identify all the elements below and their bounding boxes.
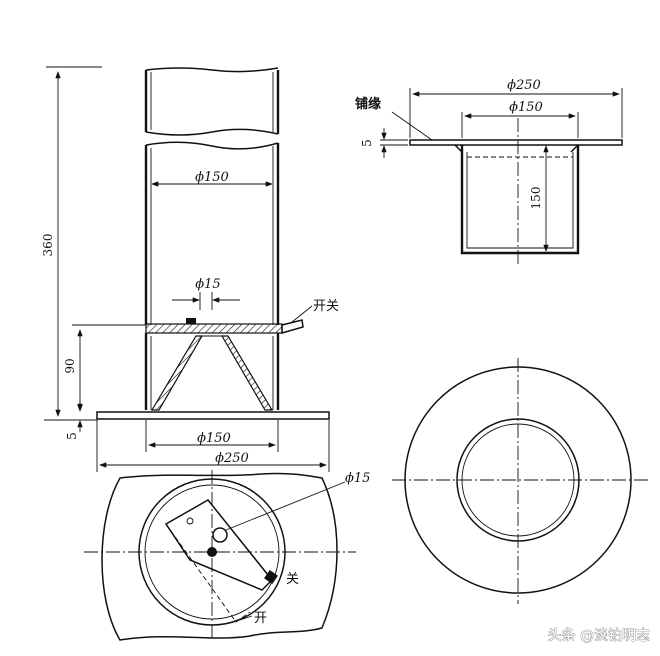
- valve-plate: [145, 318, 304, 334]
- base-flange: [96, 411, 330, 420]
- hole-label: ϕ15: [195, 277, 220, 292]
- dimension-cup-depth: 150: [529, 145, 549, 252]
- dimension-tube-diameter: ϕ150: [151, 170, 273, 187]
- switch-label: 开关: [313, 299, 339, 314]
- dimension-base-inner: ϕ150: [145, 420, 279, 452]
- upper-tube-segment: [144, 67, 280, 136]
- valve-plan-view: ϕ15 关 开: [84, 470, 370, 641]
- dimension-base-outer: ϕ250: [96, 420, 330, 472]
- open-label: 开: [254, 611, 267, 626]
- cup-inner-label: ϕ150: [509, 100, 543, 115]
- dimension-rim-thickness: 5: [360, 128, 408, 158]
- dimension-cup-outer: ϕ250: [409, 78, 623, 138]
- watermark-text: 头条 @淡铂明志: [548, 627, 650, 644]
- dimension-flange-thickness: 5: [65, 400, 83, 440]
- tube-diameter-label: ϕ150: [195, 170, 229, 185]
- lower-height-label: 90: [63, 358, 77, 373]
- plan-hole-label: ϕ15: [345, 471, 370, 486]
- lower-support: [144, 333, 280, 411]
- plan-hole: [212, 527, 228, 543]
- dimension-hole: ϕ15: [172, 277, 240, 310]
- elevation-view: 360 ϕ150 ϕ15 开关 90 5: [41, 66, 339, 472]
- close-label: 关: [286, 572, 299, 587]
- rim-callout: 铺缘: [355, 96, 433, 141]
- switch-callout: 开关: [291, 299, 339, 323]
- main-tube: [144, 141, 280, 325]
- base-outer-label: ϕ250: [215, 451, 249, 466]
- cup-depth-label: 150: [529, 187, 543, 210]
- height-label: 360: [41, 234, 55, 257]
- cup-plan-view: [392, 358, 648, 604]
- dimension-height: 360: [41, 66, 102, 421]
- flange-thickness-label: 5: [65, 432, 79, 440]
- dimension-cup-inner: ϕ150: [461, 100, 579, 138]
- dimension-lower-height: 90: [63, 324, 146, 411]
- rim-thickness-label: 5: [360, 139, 374, 147]
- cup-section-view: ϕ250 ϕ150 铺缘 5 150: [355, 78, 623, 264]
- cup-outer-label: ϕ250: [507, 78, 541, 93]
- rim-label: 铺缘: [355, 96, 381, 112]
- base-inner-label: ϕ150: [197, 431, 231, 446]
